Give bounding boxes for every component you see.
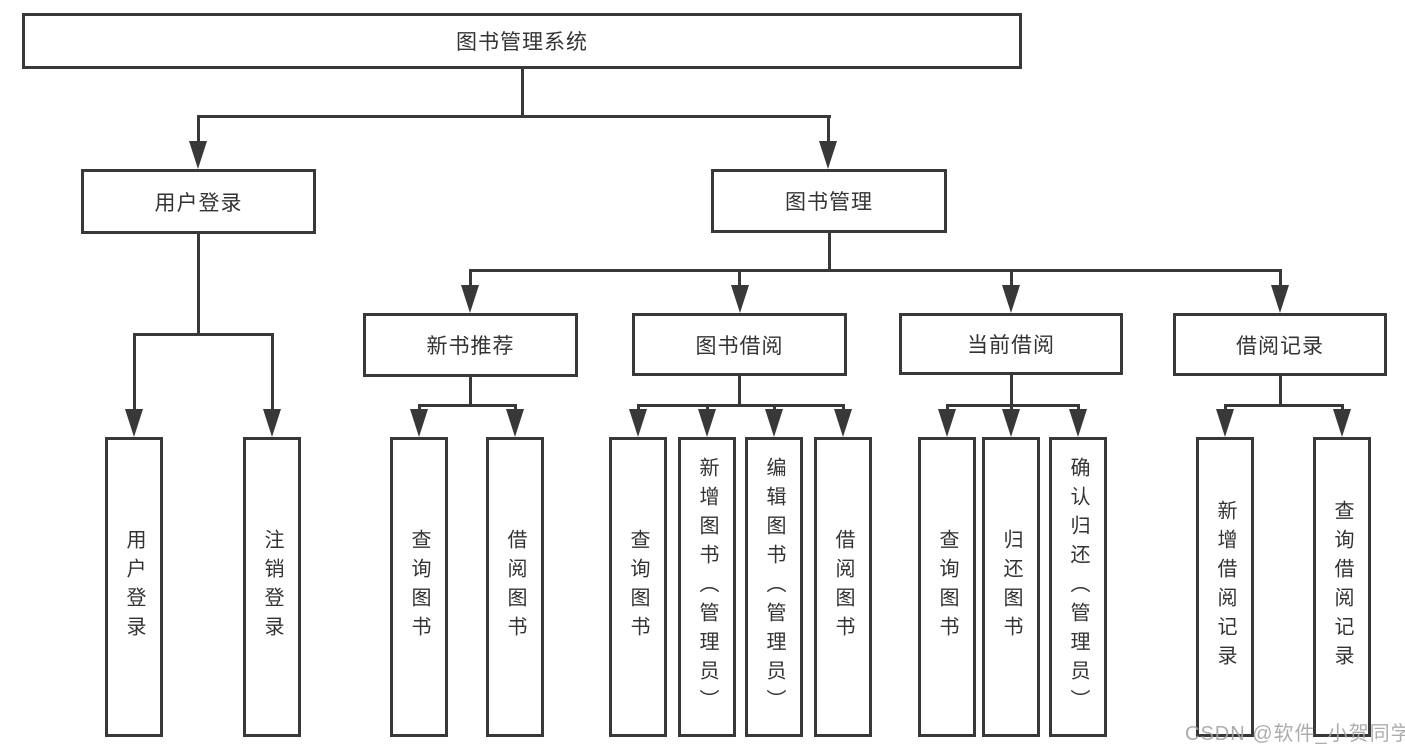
connector-current-borrow-stem <box>1009 375 1013 406</box>
leaf-add-borrow-record: 新增借阅记录 <box>1196 437 1254 737</box>
connector-current-borrow-horizontal <box>945 404 1080 407</box>
leaf-edit-book-admin: 编辑图书（管理员） <box>745 437 803 737</box>
connector-drop-b2 <box>513 406 517 411</box>
connector-new-book-stem <box>468 377 472 406</box>
connector-user-login-stem <box>197 234 200 335</box>
leaf-confirm-return-admin-label: 确认归还（管理员） <box>1067 456 1089 718</box>
leaf-query-books-recommend: 查询图书 <box>390 437 448 737</box>
csdn-watermark: CSDN @软件_小贺同学 <box>1185 723 1405 745</box>
node-current-borrowing: 当前借阅 <box>899 313 1123 375</box>
leaf-query-borrow-record-label: 查询借阅记录 <box>1331 500 1353 674</box>
connector-drop-book-management <box>826 117 830 143</box>
connector-borrow-records-stem <box>1278 376 1282 406</box>
leaf-borrow-books-label: 借阅图书 <box>832 529 854 645</box>
connector-drop-user-login <box>196 117 200 143</box>
connector-drop-d1 <box>945 406 949 411</box>
connector-drop-new-book-recommend <box>468 271 472 287</box>
arrowhead-d1 <box>938 409 956 437</box>
arrowhead-book-borrowing <box>730 285 749 313</box>
node-book-borrowing: 图书借阅 <box>632 313 847 376</box>
arrowhead-b1 <box>410 409 428 437</box>
leaf-borrow-books: 借阅图书 <box>814 437 872 737</box>
arrowhead-borrowing-records <box>1271 285 1289 313</box>
node-book-management: 图书管理 <box>711 169 947 233</box>
connector-drop-borrowing-records <box>1278 271 1282 287</box>
leaf-add-book-admin-label: 新增图书（管理员） <box>696 456 718 718</box>
connector-root-horizontal <box>196 115 831 118</box>
arrowhead-user-login <box>189 141 207 169</box>
connector-drop-c1 <box>636 406 640 411</box>
connector-user-login-horizontal <box>132 333 274 336</box>
connector-drop-c3 <box>772 406 776 411</box>
connector-drop-leaf-logout <box>270 335 274 411</box>
arrowhead-c3 <box>765 409 783 437</box>
arrowhead-leaf-user-login <box>125 409 143 437</box>
connector-root-stem <box>520 69 524 118</box>
node-user-login: 用户登录 <box>81 169 316 234</box>
connector-borrow-records-horizontal <box>1223 404 1344 407</box>
arrowhead-d3 <box>1069 409 1087 437</box>
node-library-management-system: 图书管理系统 <box>22 13 1022 69</box>
connector-new-book-horizontal <box>417 404 517 407</box>
arrowhead-new-book-recommend <box>461 285 479 313</box>
leaf-query-books-recommend-label: 查询图书 <box>408 529 430 645</box>
arrowhead-c4 <box>834 409 852 437</box>
connector-drop-e1 <box>1223 406 1227 411</box>
leaf-borrow-books-recommend-label: 借阅图书 <box>504 529 526 645</box>
leaf-add-book-admin: 新增图书（管理员） <box>678 437 736 737</box>
leaf-borrow-books-recommend: 借阅图书 <box>486 437 544 737</box>
connector-drop-leaf-user-login <box>132 335 136 411</box>
connector-drop-c2 <box>705 406 709 411</box>
connector-level3-horizontal <box>468 269 1282 272</box>
arrowhead-e1 <box>1216 409 1234 437</box>
connector-book-mgmt-stem <box>827 233 831 272</box>
arrowhead-d2 <box>1002 409 1020 437</box>
leaf-return-book: 归还图书 <box>982 437 1040 737</box>
leaf-query-books-current: 查询图书 <box>918 437 976 737</box>
connector-drop-e2 <box>1340 406 1344 411</box>
arrowhead-c2 <box>698 409 716 437</box>
arrowhead-e2 <box>1333 409 1351 437</box>
node-new-book-recommend: 新书推荐 <box>363 313 578 377</box>
connector-drop-d2 <box>1009 406 1013 411</box>
connector-drop-b1 <box>417 406 421 411</box>
leaf-query-books-borrowing-label: 查询图书 <box>627 529 649 645</box>
node-borrowing-records: 借阅记录 <box>1173 313 1387 376</box>
arrowhead-leaf-logout <box>263 409 281 437</box>
leaf-query-borrow-record: 查询借阅记录 <box>1313 437 1371 737</box>
connector-drop-book-borrowing <box>738 271 741 287</box>
leaf-query-books-borrowing: 查询图书 <box>609 437 667 737</box>
connector-drop-c4 <box>841 406 845 411</box>
arrowhead-c1 <box>629 409 647 437</box>
leaf-logout: 注销登录 <box>243 437 301 737</box>
arrowhead-book-management <box>819 141 837 169</box>
leaf-user-login: 用户登录 <box>105 437 163 737</box>
leaf-logout-label: 注销登录 <box>261 529 283 645</box>
leaf-edit-book-admin-label: 编辑图书（管理员） <box>763 456 785 718</box>
connector-drop-current-borrowing <box>1009 271 1013 287</box>
leaf-return-book-label: 归还图书 <box>1000 529 1022 645</box>
connector-book-borrow-horizontal <box>636 404 845 407</box>
leaf-confirm-return-admin: 确认归还（管理员） <box>1049 437 1107 737</box>
leaf-user-login-label: 用户登录 <box>123 529 145 645</box>
connector-book-borrow-stem <box>738 376 741 406</box>
leaf-query-books-current-label: 查询图书 <box>936 529 958 645</box>
leaf-add-borrow-record-label: 新增借阅记录 <box>1214 500 1236 674</box>
connector-drop-d3 <box>1076 406 1080 411</box>
arrowhead-b2 <box>506 409 524 437</box>
arrowhead-current-borrowing <box>1002 285 1020 313</box>
